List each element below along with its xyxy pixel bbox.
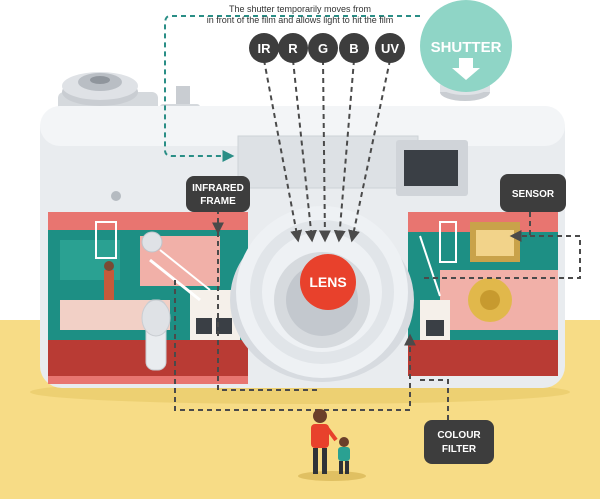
- shutter-down-arrow-icon: [452, 58, 480, 80]
- wavelength-label-uv: UV: [381, 41, 399, 56]
- wavelength-badges: IR R G B UV: [249, 33, 405, 63]
- advance-lever: [141, 231, 171, 371]
- light-path-arrows: [174, 59, 581, 420]
- rangefinder-window: [237, 135, 419, 189]
- lens-badge: LENS: [300, 254, 356, 310]
- camera-body-highlight: [40, 106, 565, 146]
- body-screw: [111, 191, 121, 201]
- people-illustration: [298, 409, 366, 481]
- wavelength-label-g: G: [318, 41, 328, 56]
- child-head: [339, 437, 349, 447]
- infrared-frame-label-line2: FRAME: [200, 196, 236, 207]
- wavelength-badge-r: R: [278, 33, 308, 63]
- child-body: [338, 447, 350, 461]
- wavelength-label-ir: IR: [258, 41, 272, 56]
- wavelength-badge-g: G: [308, 33, 338, 63]
- colour-filter-label-line1: COLOUR: [437, 430, 481, 441]
- shutter-caption: The shutter temporarily moves from in fr…: [170, 4, 430, 26]
- infrared-frame-callout: INFRARED FRAME: [186, 176, 250, 212]
- viewfinder-window: [404, 150, 458, 186]
- sensor-label: SENSOR: [512, 189, 555, 200]
- wavelength-label-r: R: [288, 41, 298, 56]
- shutter-callout: SHUTTER: [420, 0, 512, 92]
- wavelength-badge-uv: UV: [375, 33, 405, 63]
- sensor-callout: SENSOR: [500, 174, 566, 212]
- shutter-caption-line2: in front of the film and allows light to…: [206, 15, 394, 25]
- shutter-caption-line1: The shutter temporarily moves from: [228, 4, 372, 14]
- wavelength-badge-ir: IR: [249, 33, 279, 63]
- adult-head: [313, 409, 327, 423]
- wavelength-badge-b: B: [339, 33, 369, 63]
- shutter-label: SHUTTER: [431, 39, 502, 56]
- colour-filter-label-line2: FILTER: [442, 444, 477, 455]
- lens-label: LENS: [309, 274, 346, 290]
- adult-body: [311, 424, 329, 448]
- colour-filter-callout: COLOUR FILTER: [424, 420, 494, 464]
- wavelength-label-b: B: [349, 41, 358, 56]
- infrared-frame-label-line1: INFRARED: [192, 183, 244, 194]
